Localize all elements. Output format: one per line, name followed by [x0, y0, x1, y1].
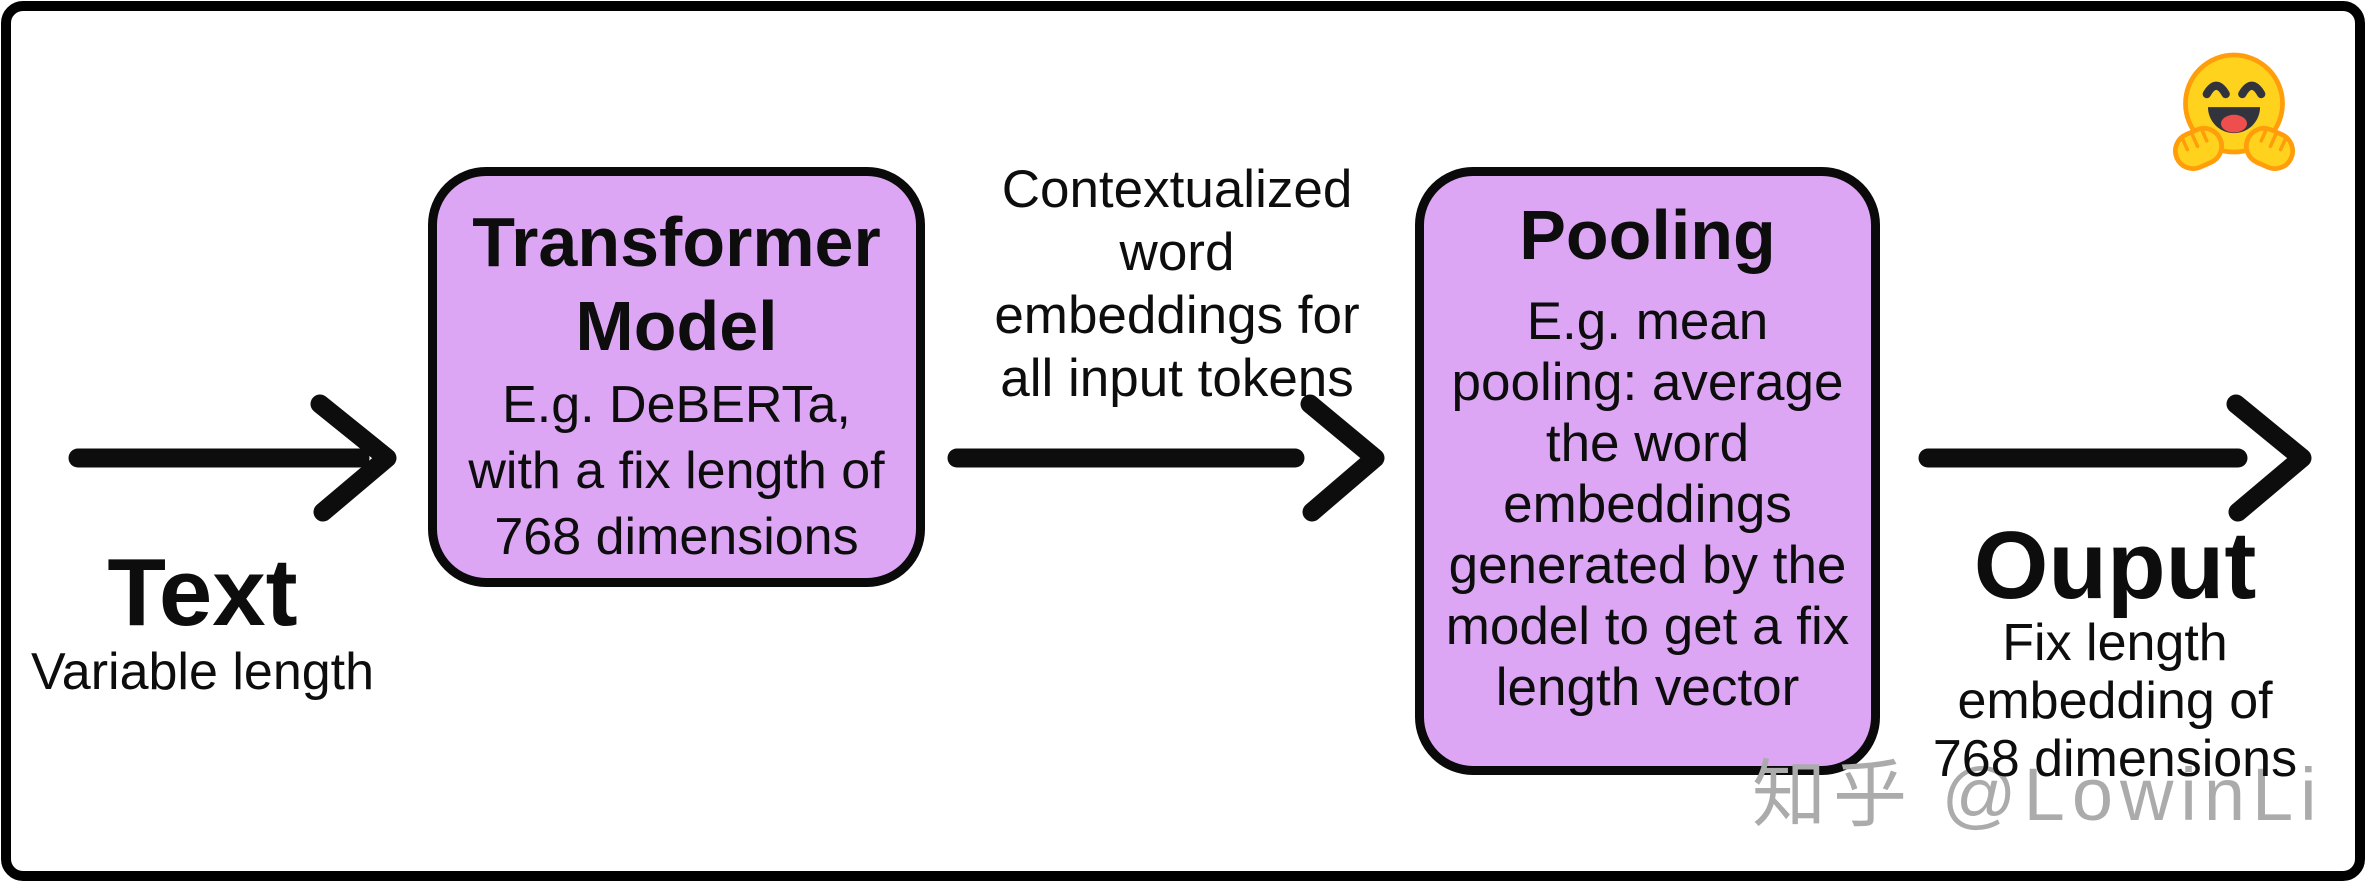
transformer-node-body: E.g. DeBERTa, with a fix length of 768 d…: [437, 372, 916, 570]
input-label-group: Text Variable length: [10, 539, 395, 702]
input-title: Text: [107, 539, 298, 646]
hf-tongue: [2220, 114, 2248, 133]
arrow-right-icon: [68, 394, 397, 522]
pooling-node-title: Pooling: [1519, 196, 1776, 274]
output-subtitle-line: Fix length: [2002, 614, 2228, 672]
hf-right-hand: [2243, 125, 2296, 172]
transformer-body-line: with a fix length of: [468, 442, 885, 500]
embeddings-label-line: embeddings for: [994, 286, 1360, 345]
output-subtitle-line: 768 dimensions: [1932, 730, 2298, 788]
pooling-body-line: the word: [1545, 414, 1750, 473]
embeddings-arrow-label: Contextualized word embeddings for all i…: [952, 158, 1402, 410]
hf-left-eye: [2202, 81, 2230, 99]
output-subtitle-line: embedding of: [1957, 672, 2273, 730]
embeddings-label-line: word: [1119, 223, 1235, 282]
pooling-body-line: length vector: [1495, 658, 1800, 717]
hugging-face-icon: [2172, 52, 2296, 172]
pooling-body-line: embeddings: [1503, 475, 1792, 534]
transformer-body-line: 768 dimensions: [494, 508, 859, 566]
hf-left-hand: [2172, 125, 2225, 172]
transformer-node-title: Transformer Model: [472, 203, 881, 365]
embeddings-label-line: Contextualized: [1001, 160, 1353, 219]
arrow-head: [2226, 394, 2312, 522]
pooling-body-line: generated by the: [1448, 536, 1847, 595]
pooling-body-line: pooling: average: [1451, 353, 1844, 412]
arrow-right-icon: [1918, 394, 2312, 522]
pooling-body-line: E.g. mean: [1526, 292, 1769, 351]
output-title: Ouput: [1973, 512, 2257, 619]
pooling-body-line: model to get a fix: [1445, 597, 1850, 656]
output-subtitle: Fix length embedding of 768 dimensions: [1895, 614, 2335, 788]
arrow-right-icon: [947, 394, 1385, 522]
watermark: 知乎 @LowinLi: [1752, 753, 2324, 836]
pooling-node-body: E.g. mean pooling: average the word embe…: [1424, 291, 1871, 718]
embeddings-label-line: all input tokens: [1000, 349, 1354, 408]
pooling-node: Pooling E.g. mean pooling: average the w…: [1415, 167, 1880, 775]
hf-right-eye: [2238, 81, 2266, 99]
output-label-group: Ouput Fix length embedding of 768 dimens…: [1895, 512, 2335, 789]
input-subtitle: Variable length: [30, 643, 375, 701]
arrow-head: [310, 394, 397, 522]
transformer-body-line: E.g. DeBERTa,: [502, 376, 851, 434]
transformer-model-node: Transformer Model E.g. DeBERTa, with a f…: [428, 167, 925, 587]
arrow-head: [1300, 394, 1385, 522]
